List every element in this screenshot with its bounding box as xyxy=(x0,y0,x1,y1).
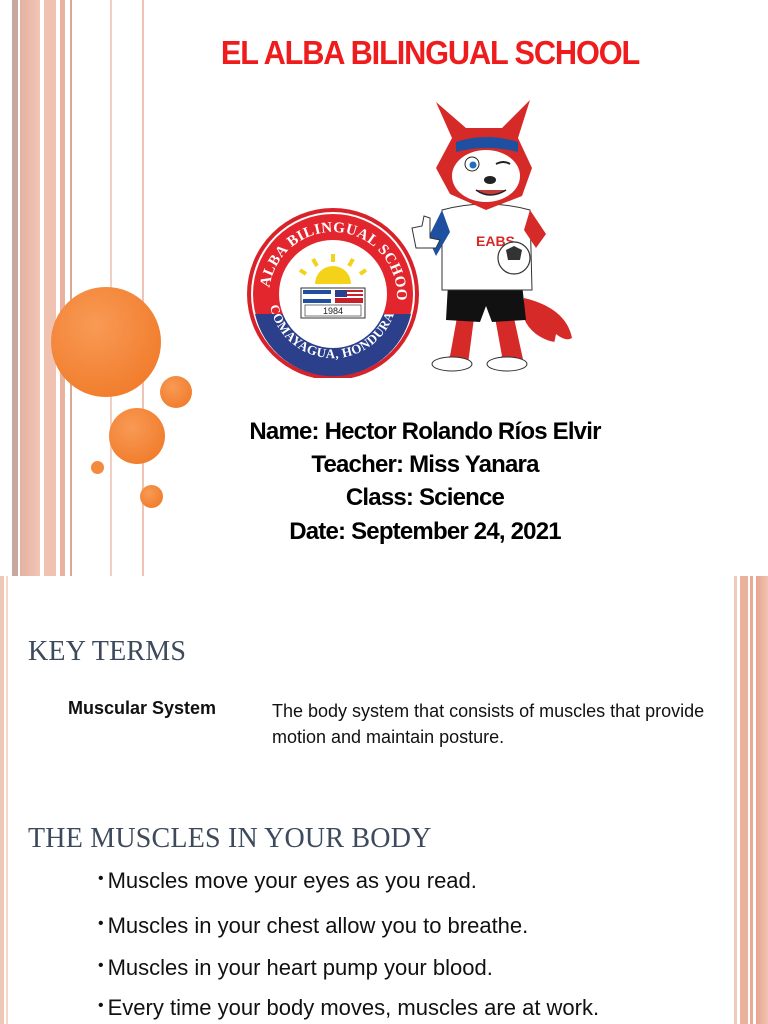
content-slide: KEY TERMS Muscular System The body syste… xyxy=(0,576,768,1024)
decorative-stripe xyxy=(756,576,768,1024)
list-item: •Muscles move your eyes as you read. xyxy=(98,868,477,893)
decorative-stripe xyxy=(0,576,4,1024)
decorative-circle xyxy=(160,376,192,408)
list-item: •Every time your body moves, muscles are… xyxy=(98,995,600,1020)
decorative-stripe xyxy=(734,576,737,1024)
school-title: EL ALBA BILINGUAL SCHOOL xyxy=(220,34,640,71)
student-name: Name: Hector Rolando Ríos Elvir xyxy=(249,418,601,445)
key-terms-heading: KEY TERMS xyxy=(28,636,187,667)
decorative-circle xyxy=(109,408,165,464)
decorative-stripe xyxy=(44,0,56,576)
wolf-mascot-icon: EABS xyxy=(411,100,572,372)
decorative-stripe xyxy=(142,0,144,576)
decorative-stripe xyxy=(12,0,18,576)
decorative-stripe xyxy=(70,0,72,576)
muscles-heading: THE MUSCLES IN YOUR BODY xyxy=(28,823,432,854)
book-icon: 1984 xyxy=(300,287,366,319)
list-item-text: Muscles in your chest allow you to breat… xyxy=(107,913,529,938)
class-name: Class: Science xyxy=(345,484,505,511)
term-definition: The body system that consists of muscles… xyxy=(272,701,705,747)
title-slide: EL ALBA BILINGUAL SCHOOL EL ALBA BILINGU… xyxy=(12,0,641,576)
list-item-text: Muscles move your eyes as you read. xyxy=(107,868,477,893)
list-item-text: Muscles in your heart pump your blood. xyxy=(107,955,493,980)
list-item-text: Every time your body moves, muscles are … xyxy=(107,995,600,1020)
school-logo: EL ALBA BILINGUAL SCHOOL COMAYAGUA, HOND… xyxy=(243,206,419,378)
list-item: •Muscles in your heart pump your blood. xyxy=(98,955,493,980)
logo-year: 1984 xyxy=(323,306,343,316)
decorative-circle xyxy=(91,461,104,474)
decorative-stripe xyxy=(20,0,40,576)
decorative-stripe xyxy=(750,576,753,1024)
presentation-date: Date: September 24, 2021 xyxy=(289,518,561,545)
decorative-circle xyxy=(140,485,163,508)
term-name: Muscular System xyxy=(68,698,217,718)
decorative-circle-large xyxy=(51,287,161,397)
decorative-stripe xyxy=(740,576,748,1024)
decorative-stripe xyxy=(60,0,65,576)
decorative-stripe xyxy=(6,576,8,1024)
teacher-name: Teacher: Miss Yanara xyxy=(311,451,539,478)
list-item: •Muscles in your chest allow you to brea… xyxy=(98,913,529,938)
